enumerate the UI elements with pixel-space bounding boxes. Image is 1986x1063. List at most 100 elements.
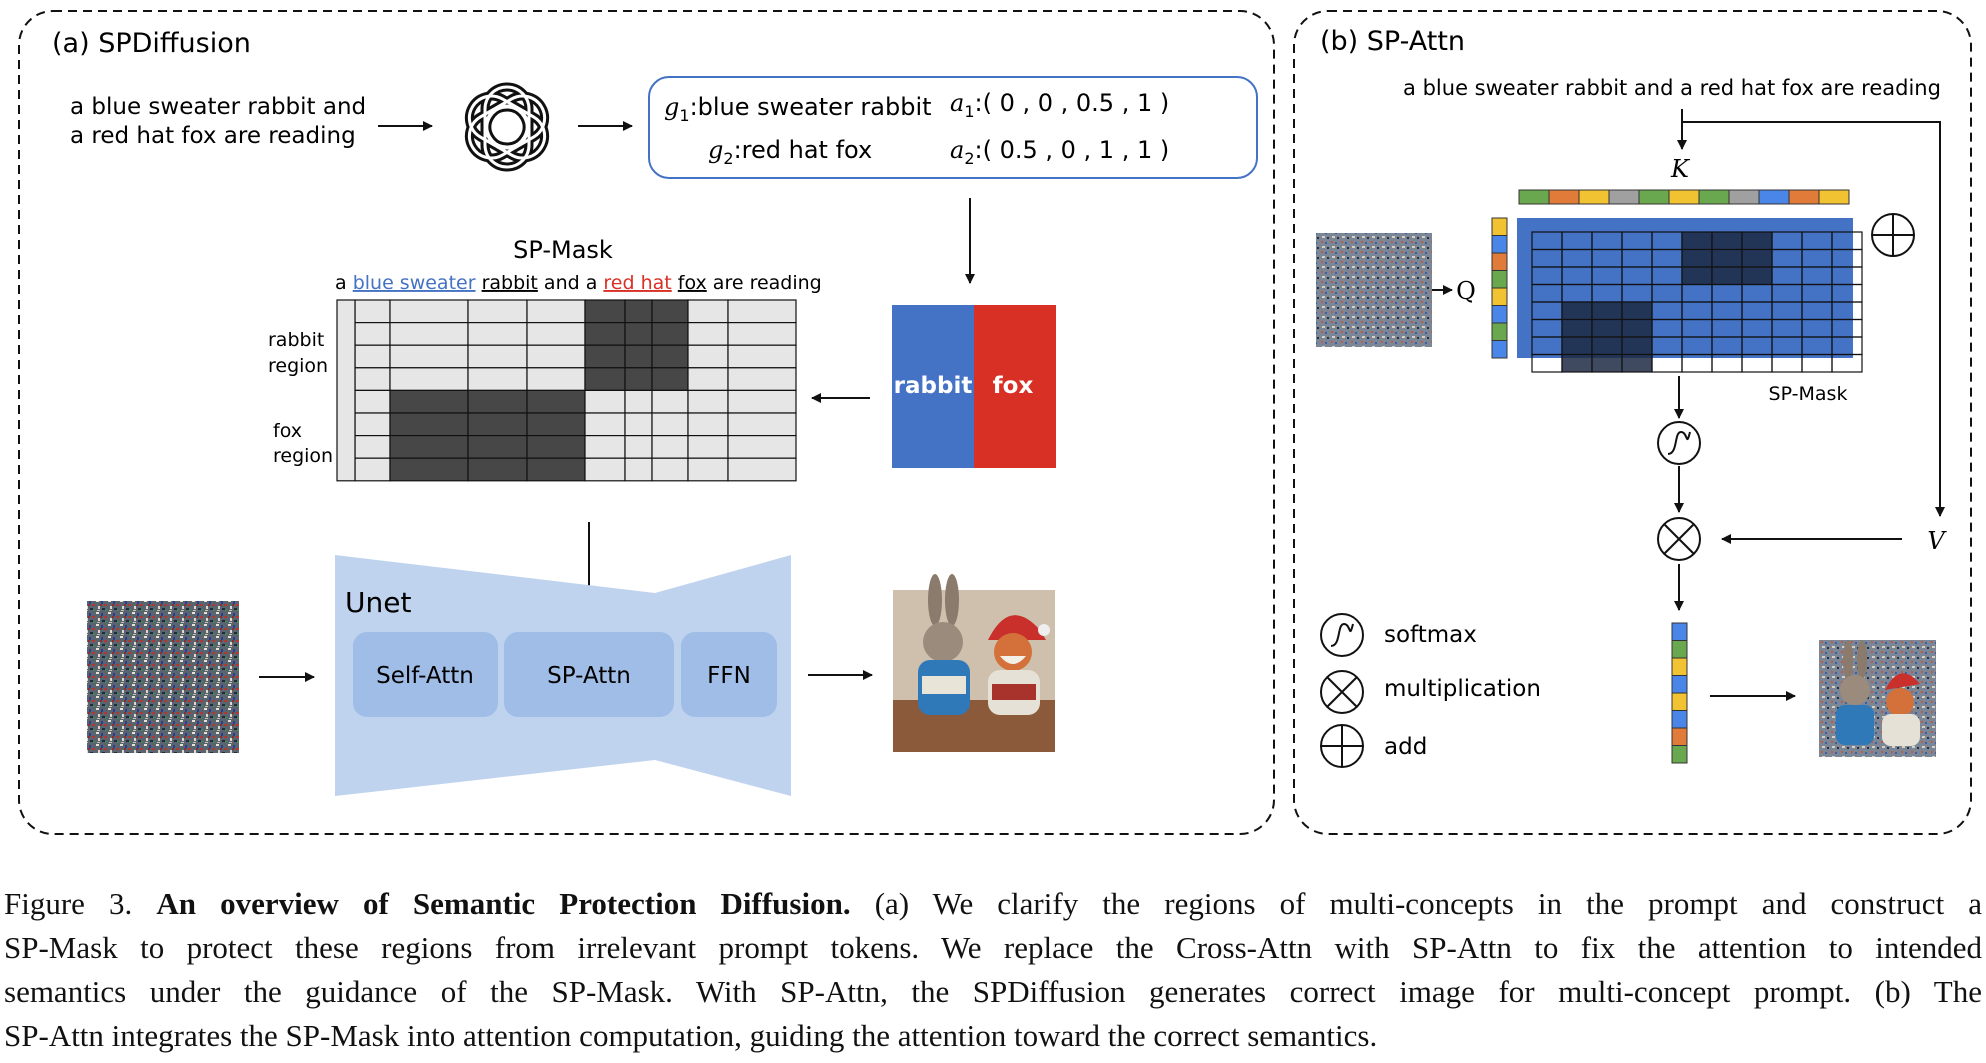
key-token-row <box>1518 189 1850 205</box>
mask-cell <box>687 299 729 324</box>
mask-cell <box>651 344 689 369</box>
legend-softmax: softmax <box>1320 613 1477 657</box>
token-rabbit: rabbit <box>482 272 538 294</box>
legend-add-label: add <box>1384 734 1427 760</box>
unet-block-self-attn-label: Self-Attn <box>376 663 474 689</box>
sp-attn-mask-grid <box>1517 218 1863 373</box>
mask-cell <box>687 435 729 459</box>
mask-cell <box>727 412 797 437</box>
mask-cell <box>526 367 586 391</box>
caption-prefix: Figure 3. <box>4 886 133 921</box>
key-token <box>1668 189 1700 205</box>
mask-cell <box>624 389 653 414</box>
query-token <box>1491 287 1508 306</box>
key-token <box>1818 189 1850 205</box>
mask-cell <box>1741 266 1773 286</box>
token-red-hat: red hat <box>603 272 671 294</box>
mask-cell <box>1621 318 1653 338</box>
key-token <box>1638 189 1670 205</box>
mask-cell <box>354 367 391 391</box>
mask-cell <box>467 322 528 346</box>
mask-cell <box>727 299 797 324</box>
mask-cell <box>526 435 586 459</box>
mask-cell <box>584 389 626 414</box>
figure-caption: Figure 3. An overview of Semantic Protec… <box>4 882 1982 1058</box>
noisy-latent-image <box>1316 233 1432 347</box>
panel-b-title: (b) SP-Attn <box>1320 26 1465 57</box>
mask-cell <box>727 322 797 346</box>
output-token <box>1671 745 1688 764</box>
mask-cell <box>389 389 469 414</box>
mask-cell <box>389 344 469 369</box>
legend-multiplication: multiplication <box>1320 670 1541 714</box>
mask-cell <box>1621 301 1653 321</box>
mask-cell <box>1681 231 1713 251</box>
mask-cell <box>389 299 469 324</box>
key-token <box>1578 189 1610 205</box>
mask-cell <box>1561 301 1593 321</box>
mask-cell <box>624 412 653 437</box>
output-token <box>1671 640 1688 659</box>
group-2-coords: a2:( 0.5 , 0 , 1 , 1 ) <box>950 136 1169 168</box>
mask-cell <box>1561 336 1593 356</box>
output-token <box>1671 692 1688 711</box>
unet-block-sp-attn-label: SP-Attn <box>547 663 631 689</box>
mask-cell <box>1591 336 1623 356</box>
sp-mask-title: SP-Mask <box>513 236 613 264</box>
output-token <box>1671 657 1688 676</box>
mask-cell <box>727 367 797 391</box>
mask-cell <box>389 322 469 346</box>
mask-cell <box>389 412 469 437</box>
caption-bold-title: An overview of Semantic Protection Diffu… <box>156 886 851 921</box>
caption-line-1: Figure 3. An overview of Semantic Protec… <box>4 882 1982 926</box>
key-token <box>1728 189 1760 205</box>
mask-cell <box>526 299 586 324</box>
prompt-line-1: a blue sweater rabbit and <box>70 94 366 120</box>
unet-block-sp-attn[interactable] <box>504 632 674 717</box>
unet-title: Unet <box>345 586 411 619</box>
mask-cell <box>1591 301 1623 321</box>
mask-cell <box>584 299 626 324</box>
mask-cell <box>624 367 653 391</box>
mask-cell <box>651 412 689 437</box>
mask-cell <box>624 457 653 482</box>
key-token <box>1608 189 1640 205</box>
legend-add: add <box>1320 724 1427 768</box>
mask-cell <box>727 344 797 369</box>
group-1-label: g1:blue sweater rabbit <box>664 93 932 125</box>
groups-box <box>648 76 1258 179</box>
unet-block-self-attn[interactable] <box>353 632 498 717</box>
mask-cell <box>624 299 653 324</box>
mask-cell <box>584 412 626 437</box>
mask-cell <box>467 435 528 459</box>
panel-a-border <box>18 10 1275 835</box>
mask-cell <box>1591 353 1623 373</box>
mask-cell <box>1561 353 1593 373</box>
mask-cell <box>651 389 689 414</box>
legend-multiplication-label: multiplication <box>1384 676 1541 702</box>
mask-cell <box>354 389 391 414</box>
unet-block-ffn-label: FFN <box>707 663 751 689</box>
mask-cell <box>624 435 653 459</box>
mask-cell <box>651 322 689 346</box>
row-label-fox-2: region <box>273 445 333 467</box>
mask-cell <box>1711 248 1743 268</box>
mask-cell <box>1561 318 1593 338</box>
query-token <box>1491 340 1508 359</box>
mask-cell <box>1711 231 1743 251</box>
mask-cell <box>584 344 626 369</box>
mask-cell <box>584 367 626 391</box>
mask-cell <box>526 412 586 437</box>
mask-cell <box>467 367 528 391</box>
openai-logo-icon <box>464 82 550 172</box>
mask-cell <box>354 344 391 369</box>
mask-cell <box>336 299 356 482</box>
mask-cell <box>727 435 797 459</box>
mask-cell <box>1621 336 1653 356</box>
row-label-rabbit-2: region <box>268 355 328 377</box>
mask-cell <box>467 457 528 482</box>
panel-b-border <box>1293 10 1972 835</box>
mask-cell <box>584 457 626 482</box>
unet-block-ffn[interactable] <box>681 632 777 717</box>
mask-cell <box>687 367 729 391</box>
